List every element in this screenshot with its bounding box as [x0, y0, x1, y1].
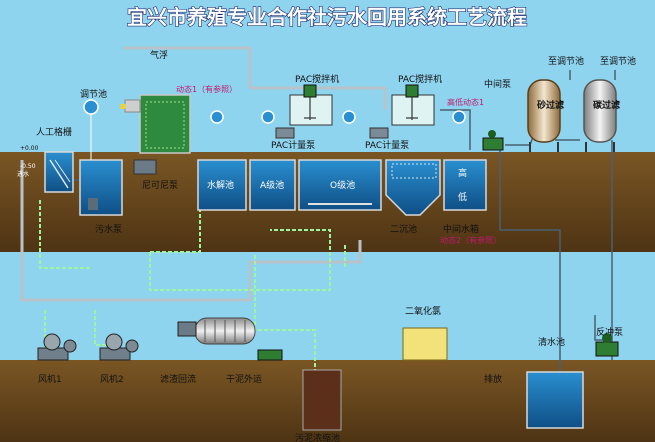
clean-water-label: 清水池: [538, 336, 565, 348]
level-dynamic-label: 高低动态1: [447, 97, 484, 107]
clean-water-tank: [526, 371, 584, 429]
sand-filter-label: 砂过滤: [537, 99, 564, 111]
grille-label: 人工格栅: [36, 126, 72, 138]
blower-2-label: 风机2: [100, 373, 124, 385]
sludge-outbound-label: 干泥外运: [226, 373, 262, 385]
grille-channel: [44, 151, 74, 193]
pac-mixer-1: [289, 84, 333, 126]
sludge-thickener-label: 污泥浓缩池: [295, 432, 340, 442]
o-tank: [298, 159, 382, 211]
intermediate-pump: [482, 130, 504, 151]
nikeni-pump-label: 尼可尼泵: [142, 180, 178, 191]
secondary-settling-tank: [385, 159, 441, 216]
inflow-label: 进水: [17, 170, 29, 178]
intermediate-tank-label: 中间水箱: [443, 223, 479, 235]
pac-mixer-2: [391, 84, 435, 126]
to-regulating-2: 至调节池: [600, 55, 636, 67]
secondary-settling-label: 二沉池: [390, 223, 417, 235]
flotation-unit: [120, 94, 191, 154]
pac-pump-2-label: PAC计量泵: [365, 139, 409, 151]
carbon-filter: [583, 79, 617, 152]
hydrolysis-tank-label: 水解池: [207, 179, 234, 191]
flotation-label: 气浮: [150, 49, 168, 61]
high-level-label: 高: [458, 167, 467, 179]
regulating-tank: [79, 99, 123, 216]
sludge-press: [177, 317, 283, 361]
pac-pump-1-label: PAC计量泵: [271, 139, 315, 151]
chlorine-dioxide-tank: [402, 327, 448, 361]
backwash-pump: [595, 333, 619, 357]
dynamic-1-label: 动态1（有参照）: [176, 84, 237, 94]
sewage-pump-label: 污水泵: [95, 223, 122, 235]
blower-2: [99, 333, 139, 361]
a-tank: [249, 159, 296, 211]
residue-return-label: 滤渣回流: [160, 373, 196, 385]
dynamic-2-label: 动态2（有参照）: [440, 235, 501, 245]
pipes: [20, 46, 616, 375]
o-tank-label: O级池: [330, 179, 355, 191]
pac-mixer-1-label: PAC搅拌机: [295, 73, 339, 85]
sand-filter: [527, 79, 561, 152]
sludge-thickener: [302, 369, 342, 431]
pac-mixer-2-label: PAC搅拌机: [398, 73, 442, 85]
blower-1-label: 风机1: [38, 373, 62, 385]
backwash-pump-label: 反冲泵: [596, 326, 623, 338]
pac-pump-1: [275, 127, 295, 139]
to-regulating-1: 至调节池: [548, 55, 584, 67]
carbon-filter-label: 碳过滤: [593, 99, 620, 111]
intermediate-tank: [443, 159, 487, 211]
level-label-2: -0.50: [20, 163, 36, 170]
low-level-label: 低: [458, 191, 467, 203]
blower-1: [37, 333, 77, 361]
pac-pump-2: [369, 127, 389, 139]
discharge-label: 排放: [484, 373, 502, 385]
intermediate-pump-label: 中间泵: [484, 78, 511, 90]
level-label: +0.00: [20, 145, 39, 152]
nikeni-pump: [133, 159, 157, 175]
hydrolysis-tank: [197, 159, 247, 211]
instrument-probes: [210, 110, 466, 124]
regulating-tank-label: 调节池: [80, 88, 107, 100]
page-title: 宜兴市养殖专业合作社污水回用系统工艺流程: [127, 5, 527, 29]
chlorine-dioxide-label: 二氧化氯: [405, 305, 441, 317]
a-tank-label: A级池: [260, 179, 284, 191]
